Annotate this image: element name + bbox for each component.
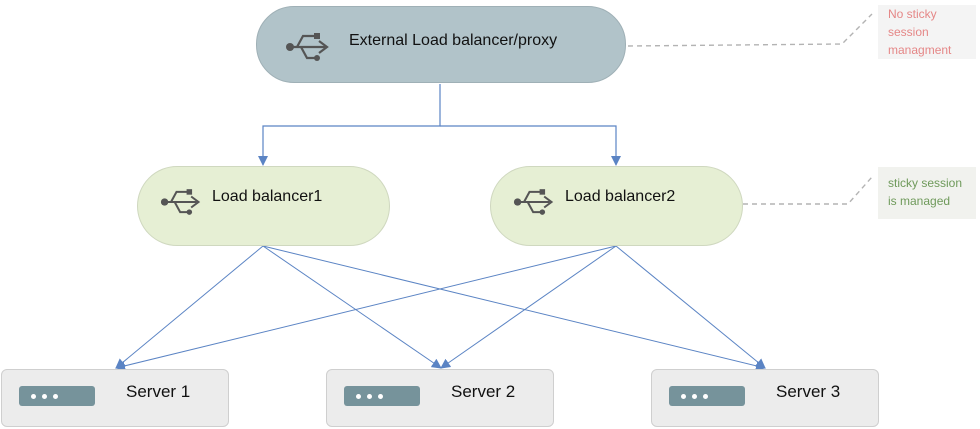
server-disk-icon — [344, 386, 420, 406]
note-no-sticky-session: No sticky session managment — [878, 5, 976, 59]
usb-icon — [160, 189, 201, 215]
ext-to-lb-connector — [258, 84, 441, 166]
note-sticky-session-managed: sticky session is managed — [878, 167, 976, 219]
server-2-node: Server 2 — [326, 369, 554, 427]
note-line: session — [888, 25, 929, 39]
lb2-to-server2-arrow — [440, 245, 617, 369]
server-3-label: Server 3 — [776, 382, 841, 401]
server-disk-icon — [669, 386, 745, 406]
server-1-label: Server 1 — [126, 382, 191, 401]
server-1-node: Server 1 — [1, 369, 229, 427]
lb2-to-server1-arrow — [115, 245, 617, 371]
note-line: managment — [888, 43, 952, 57]
note-line: is managed — [888, 194, 951, 208]
load-balancer-1-label: Load balancer1 — [212, 188, 323, 205]
load-balancer-2-label: Load balancer2 — [565, 188, 676, 205]
usb-icon — [513, 189, 554, 215]
server-2-label: Server 2 — [451, 382, 516, 401]
load-balancer-1-node: Load balancer1 — [137, 166, 390, 246]
note-line: sticky session — [888, 176, 963, 190]
lb1-to-server2-arrow — [262, 245, 442, 369]
lb1-to-server3-arrow — [262, 245, 766, 371]
note-mid-callout-line — [743, 176, 873, 205]
note-line: No sticky — [888, 7, 937, 21]
server-disk-icon — [19, 386, 95, 406]
external-load-balancer-label: External Load balancer/proxy — [349, 32, 558, 49]
external-load-balancer-node: External Load balancer/proxy — [256, 6, 626, 83]
server-3-node: Server 3 — [651, 369, 879, 427]
usb-icon — [286, 33, 329, 61]
lb1-to-server1-arrow — [115, 245, 264, 369]
note-top-callout-line — [627, 13, 873, 47]
lb2-to-server3-arrow — [615, 245, 766, 369]
ext-to-lb2-connector — [440, 125, 621, 166]
load-balancer-2-node: Load balancer2 — [490, 166, 743, 246]
